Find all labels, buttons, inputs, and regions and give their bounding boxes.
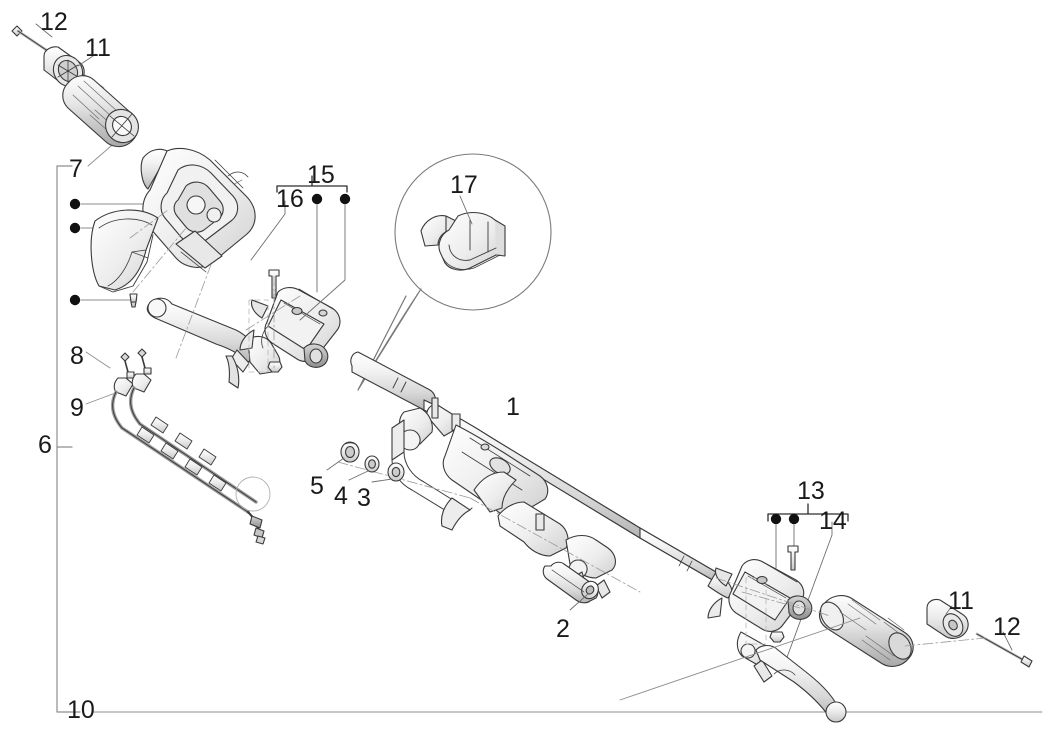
phantom-outline-left — [248, 299, 269, 373]
part-12-right-screw — [975, 632, 1033, 668]
group-bracket-left — [56, 165, 81, 713]
callout-14: 14 — [819, 507, 847, 535]
right-mc-bolt — [787, 545, 799, 571]
callout-3: 3 — [357, 484, 371, 512]
callout-5: 5 — [310, 472, 324, 500]
left-mc-nut — [267, 361, 283, 373]
callout-6: 6 — [38, 431, 52, 459]
callout-7: 7 — [69, 155, 83, 183]
phantom-outline-right — [745, 577, 767, 645]
leader-12-right — [1002, 631, 1013, 651]
callout-8: 8 — [70, 342, 84, 370]
bracket-13-bullets — [770, 513, 800, 525]
left-lever — [146, 297, 281, 389]
callout-12-right: 12 — [993, 613, 1021, 641]
assembly-axis-right — [715, 577, 986, 647]
callout-13: 13 — [797, 477, 825, 505]
callout-1: 1 — [506, 393, 520, 421]
part-left-switch-cover — [90, 209, 159, 293]
part-1-handlebar — [350, 351, 733, 599]
right-grip — [819, 595, 914, 667]
part-5-large-washer — [340, 441, 360, 463]
part-8-cable-adjusters — [113, 348, 152, 397]
callout-10: 10 — [67, 696, 95, 724]
part-7-left-grip — [62, 75, 139, 148]
assembly-axes-left — [129, 209, 301, 369]
callout-9: 9 — [70, 394, 84, 422]
group-bracket-bullets — [69, 198, 81, 306]
callout-15: 15 — [307, 161, 335, 189]
bracket-15-bullets — [311, 193, 351, 205]
bracket-13 — [767, 503, 849, 522]
callout-11-right: 11 — [948, 587, 974, 615]
leaders-3-4-5 — [326, 457, 393, 483]
callout-2: 2 — [556, 615, 570, 643]
leader-12-left — [35, 23, 53, 38]
part-9-throttle-cables — [110, 386, 271, 545]
callout-4: 4 — [334, 482, 348, 510]
part-11-right-bar-end-weight — [926, 598, 969, 639]
leader-10 — [619, 617, 861, 701]
assembly-axis-washers — [337, 461, 641, 593]
part-14-right-brake-lever — [755, 644, 847, 723]
leader-11-right — [945, 605, 953, 615]
part-4-medium-washer — [364, 455, 380, 473]
leader-lines-15-16 — [250, 200, 346, 321]
part-3-small-washer — [387, 462, 405, 482]
callout-17: 17 — [450, 171, 478, 199]
right-mc-nut — [769, 631, 785, 643]
small-screw-under-cover — [129, 293, 138, 308]
callout-11-top-left: 11 — [85, 34, 111, 62]
leader-17 — [459, 195, 473, 225]
part-2-clamp-bolt — [542, 561, 599, 604]
part-16-left-switch-housing — [140, 147, 256, 273]
bracket-15 — [276, 175, 348, 193]
leader-2 — [569, 593, 589, 611]
leader-11-left — [77, 53, 97, 67]
callout-12-top-left: 12 — [40, 8, 68, 36]
callout-16: 16 — [276, 185, 304, 213]
part-17-clip — [420, 211, 506, 271]
